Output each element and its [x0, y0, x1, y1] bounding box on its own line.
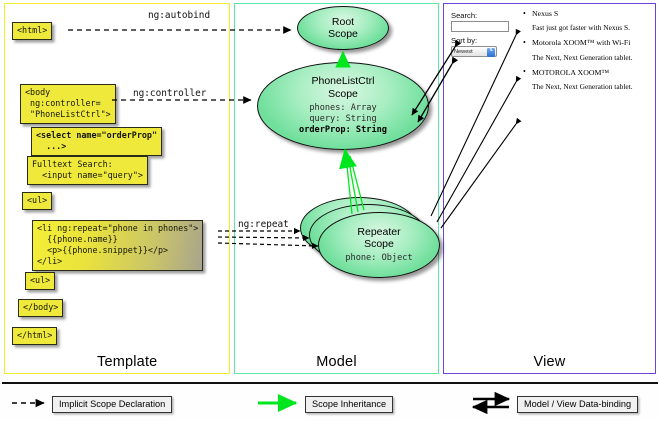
list-item: Motorola XOOM™ with Wi-Fi The Next, Next… — [523, 38, 655, 62]
phone-snippet: The Next, Next Generation tablet. — [532, 81, 633, 91]
chevron-updown-icon[interactable]: ⇅ — [487, 47, 495, 57]
scope-props-orderprop: orderProp: String — [299, 125, 387, 136]
code-box-select: <select name="orderProp" ...> — [31, 127, 163, 157]
sort-by-value: Newest — [454, 48, 473, 55]
phone-list: Nexus S Fast just got faster with Nexus … — [523, 8, 655, 97]
scope-phone-list-ctrl-title: PhoneListCtrl Scope — [311, 75, 375, 100]
code-box-html-open: <html> — [12, 22, 53, 41]
wire-label-ng-controller: ng:controller — [133, 88, 207, 99]
search-input[interactable] — [451, 21, 509, 32]
diagram-canvas: Template Model View <html> <body ng:cont… — [0, 0, 660, 421]
code-box-search: Fulltext Search: <input name="query"> — [27, 156, 148, 186]
phone-snippet: The Next, Next Generation tablet. — [532, 52, 633, 62]
scope-root: Root Scope — [297, 6, 389, 50]
code-box-body-open: <body ng:controller= "PhoneListCtrl"> — [20, 84, 116, 125]
panel-model-label: Model — [316, 354, 357, 370]
sort-by-select[interactable]: Newest ⇅ — [451, 46, 497, 57]
scope-repeater-title: Repeater Scope — [357, 225, 401, 250]
phone-name[interactable]: MOTOROLA XOOM™ — [523, 67, 655, 78]
legend-separator — [2, 382, 658, 384]
scope-phone-list-ctrl: PhoneListCtrl Scope phones: Array query:… — [257, 62, 429, 150]
legend-arrows — [12, 391, 511, 415]
scope-props-normal: phones: Array query: String — [309, 103, 377, 125]
code-box-li-repeat: <li ng:repeat="phone in phones"> {{phone… — [32, 220, 204, 272]
panel-template-label: Template — [97, 354, 158, 370]
list-item: MOTOROLA XOOM™ The Next, Next Generation… — [523, 67, 655, 91]
phone-name[interactable]: Motorola XOOM™ with Wi-Fi — [523, 38, 655, 49]
code-box-ul-close: <ul> — [25, 272, 56, 291]
code-box-body-close: </body> — [18, 299, 64, 318]
scope-repeater-props: phone: Object — [345, 253, 413, 264]
panel-template: Template — [4, 3, 230, 374]
phone-snippet: Fast just got faster with Nexus S. — [532, 23, 630, 33]
search-label: Search: — [451, 11, 478, 20]
legend-scope-inheritance: Scope Inheritance — [305, 396, 394, 413]
wire-label-ng-autobind: ng:autobind — [148, 10, 211, 21]
wire-label-ng-repeat: ng:repeat — [238, 219, 289, 230]
legend-model-view-databinding: Model / View Data-binding — [517, 396, 639, 413]
legend-implicit-scope-declaration: Implicit Scope Declaration — [52, 396, 173, 413]
list-item: Nexus S Fast just got faster with Nexus … — [523, 8, 655, 33]
panel-model: Model — [234, 3, 439, 374]
code-box-html-close: </html> — [12, 327, 58, 346]
panel-view-label: View — [533, 354, 566, 370]
code-box-ul-open: <ul> — [22, 192, 53, 211]
scope-repeater-1: Repeater Scope phone: Object — [318, 212, 440, 278]
phone-name[interactable]: Nexus S — [523, 8, 655, 19]
scope-root-title: Root Scope — [328, 15, 358, 40]
